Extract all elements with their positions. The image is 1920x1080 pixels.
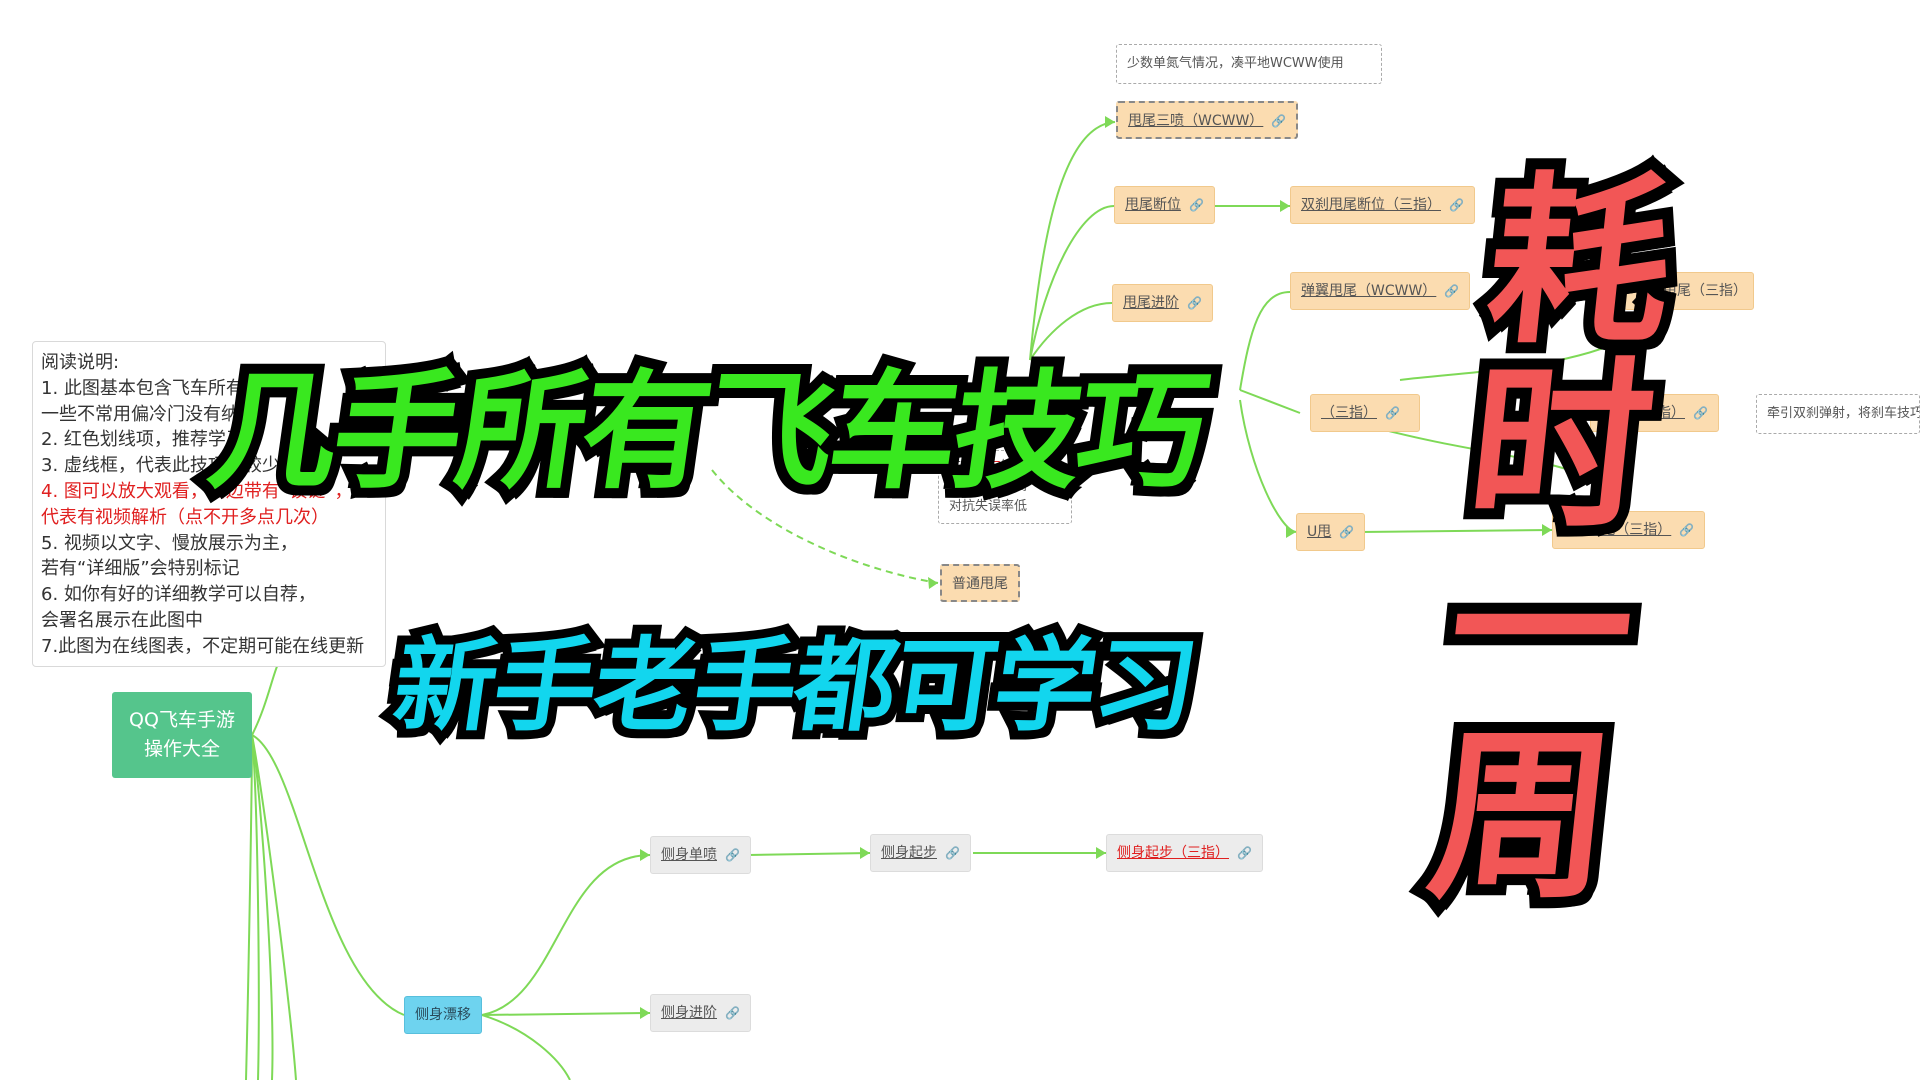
node-cemian-qibu-sanzhi[interactable]: 侧身起步（三指） 🔗	[1106, 834, 1263, 872]
root-node-line1: QQ飞车手游	[129, 709, 235, 731]
node-tanshe-sanzhi[interactable]: 弹射（三指） 🔗	[1590, 394, 1719, 432]
node-label: 双刹甩尾断位（三指）	[1301, 197, 1441, 213]
tip-line3: 对抗失误率低	[949, 499, 1028, 514]
note-text: 牵引双刹弹射，将刹车技巧	[1767, 406, 1920, 421]
reading-instructions-panel: 阅读说明: 1. 此图基本包含飞车所有技巧 一些不常用偏冷门没有纳录 2. 红色…	[32, 341, 386, 667]
side-char: 一	[1428, 515, 1654, 749]
node-tanyi[interactable]: 弹翼甩尾（WCWW） 🔗	[1290, 272, 1471, 310]
link-icon[interactable]: 🔗	[1693, 406, 1708, 420]
overlay-title-sub: 新手老手都可学习	[377, 618, 1212, 755]
node-cemian-danpen[interactable]: 侧身单喷 🔗	[650, 836, 751, 874]
node-label: 双刹U甩（三指）	[1563, 522, 1672, 538]
node-shuangsha-u[interactable]: 双刹U甩（三指） 🔗	[1552, 511, 1706, 549]
node-u-shuai[interactable]: U甩 🔗	[1296, 513, 1366, 551]
link-icon[interactable]: 🔗	[1189, 198, 1204, 212]
node-label: 侧身单喷	[661, 847, 717, 863]
tip-note: 先按方向键 弹射成功率高 对抗失误率低	[938, 450, 1072, 524]
link-icon[interactable]: 🔗	[1271, 114, 1287, 128]
tip-highlight: 方向	[975, 459, 1002, 474]
readme-line: 5. 视频以文字、慢放展示为主，	[41, 532, 298, 554]
readme-line: 会署名展示在此图中	[41, 609, 203, 631]
node-label: 侧身起步（三指）	[1117, 845, 1229, 861]
link-icon[interactable]: 🔗	[1339, 525, 1355, 539]
link-icon[interactable]: 🔗	[1237, 846, 1252, 860]
link-icon[interactable]: 🔗	[1679, 523, 1695, 537]
node-label: 侧身起步	[881, 845, 937, 861]
node-putong[interactable]: 普通甩尾	[940, 564, 1020, 602]
readme-line: 2. 红色划线项，推荐学习	[41, 429, 244, 451]
node-label: 甩尾断位	[1125, 197, 1181, 213]
root-node-line2: 操作大全	[143, 738, 220, 760]
tip-prefix: 先按	[949, 459, 976, 474]
overlay-title-main: 几手所有飞车技巧	[190, 348, 1223, 517]
node-label: 弹射（三指）	[1601, 405, 1685, 421]
readme-line: 7.此图为在线图表，不定期可能在线更新	[41, 635, 365, 657]
tip-suffix: 键	[1001, 459, 1015, 474]
note-qianyin: 牵引双刹弹射，将刹车技巧	[1756, 394, 1920, 434]
readme-line: 若有“详细版”会特别标记	[41, 558, 240, 580]
node-label: （三指）	[1321, 405, 1377, 421]
node-label: U甩	[1307, 524, 1332, 540]
side-char: 耗	[1467, 145, 1693, 379]
link-icon[interactable]: 🔗	[945, 846, 960, 860]
note-text: 少数单氮气情况，凑平地WCWW使用	[1127, 56, 1344, 71]
node-sanpen[interactable]: 甩尾三喷（WCWW） 🔗	[1116, 101, 1299, 139]
tip-line1: 先按方向键	[949, 457, 1061, 477]
node-label: 弹翼甩尾（WCWW）	[1301, 283, 1437, 299]
node-tanyi-sanzhi[interactable]: 弹翼甩尾（三指）	[1624, 272, 1754, 310]
node-label: 甩尾三喷（WCWW）	[1128, 113, 1264, 129]
node-label: 侧身漂移	[415, 1007, 471, 1023]
root-node[interactable]: QQ飞车手游 操作大全	[112, 692, 252, 778]
readme-heading: 阅读说明:	[41, 352, 120, 373]
node-label: 侧身进阶	[661, 1005, 717, 1021]
note-wcww: 少数单氮气情况，凑平地WCWW使用	[1116, 44, 1382, 84]
node-mid-sanzhi[interactable]: （三指） 🔗	[1310, 394, 1420, 432]
node-label: 甩尾进阶	[1123, 295, 1179, 311]
node-label: 弹翼甩尾（三指）	[1635, 283, 1747, 299]
node-shuangsha-duanwei[interactable]: 双刹甩尾断位（三指） 🔗	[1290, 186, 1475, 224]
node-label: 普通甩尾	[952, 576, 1008, 592]
readme-line: 一些不常用偏冷门没有纳录	[41, 403, 257, 425]
node-cemian-jinjie[interactable]: 侧身进阶 🔗	[650, 994, 751, 1032]
side-char: 周	[1409, 700, 1635, 934]
node-jinjie[interactable]: 甩尾进阶 🔗	[1112, 284, 1213, 322]
node-cemian-piaoyi[interactable]: 侧身漂移	[404, 996, 482, 1034]
link-icon[interactable]: 🔗	[1385, 406, 1400, 420]
side-char: 时	[1448, 330, 1674, 564]
readme-line: 1. 此图基本包含飞车所有技巧	[41, 377, 280, 399]
readme-line: 6. 如你有好的详细教学可以自荐，	[41, 584, 316, 606]
readme-line: 代表有视频解析（点不开多点几次）	[41, 506, 329, 528]
link-icon[interactable]: 🔗	[1187, 296, 1202, 310]
tip-line2: 弹射成功率高	[949, 479, 1028, 494]
readme-line: 4. 图可以放大观看，右边带有“锁链”，	[41, 480, 353, 502]
link-icon[interactable]: 🔗	[1449, 198, 1464, 212]
link-icon[interactable]: 🔗	[725, 848, 740, 862]
node-cemian-qibu[interactable]: 侧身起步 🔗	[870, 834, 971, 872]
link-icon[interactable]: 🔗	[1444, 284, 1460, 298]
readme-line: 3. 虚线框，代表此技巧比较少用	[41, 455, 298, 477]
node-duanwei[interactable]: 甩尾断位 🔗	[1114, 186, 1215, 224]
link-icon[interactable]: 🔗	[725, 1006, 740, 1020]
